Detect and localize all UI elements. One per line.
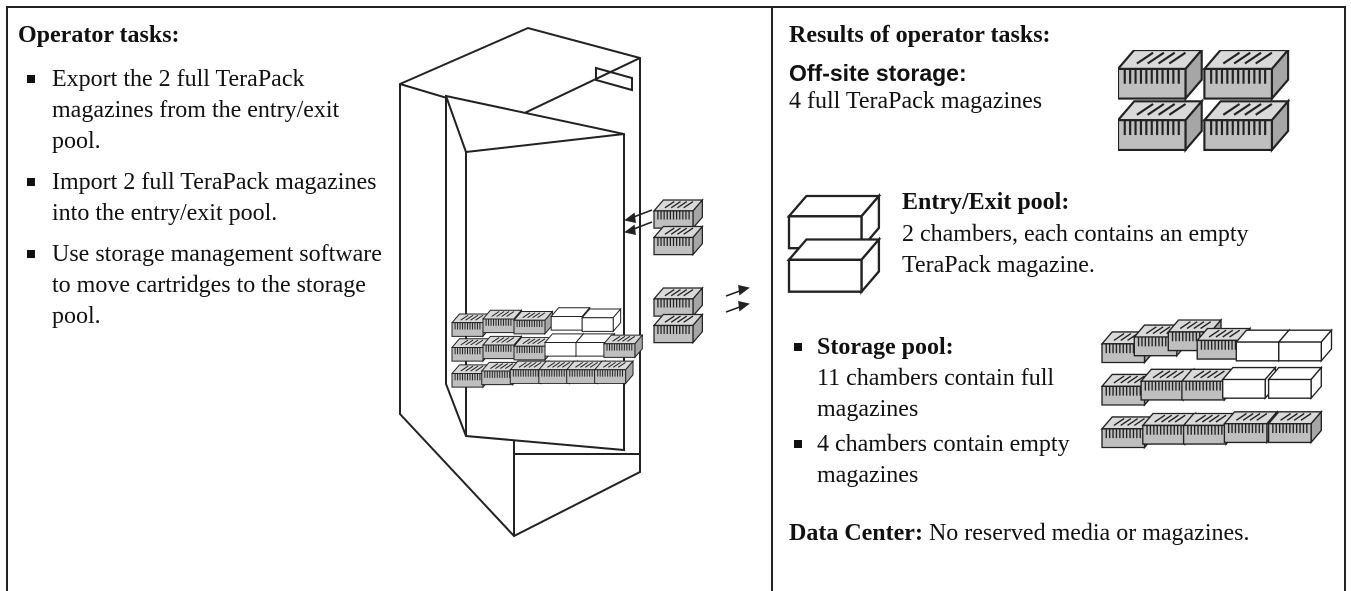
storage-pool-list: Storage pool: 11 chambers contain full m… [793,332,1093,495]
square-bullet-icon [27,178,35,186]
square-bullet-icon [27,250,35,258]
empty-magazine-icon [787,194,881,293]
tape-library-icon [399,26,750,538]
operator-task-list: Export the 2 full TeraPack magazines fro… [22,64,382,342]
arrow-icon [624,209,750,313]
task-item: Use storage management software to move … [22,239,382,332]
offsite-storage-heading: Off-site storage: [789,60,967,86]
task-text: Import 2 full TeraPack magazines into th… [52,169,377,226]
storage-pool-icon [1101,319,1333,449]
operator-tasks-heading: Operator tasks: [18,22,180,48]
storage-pool-item: 4 chambers contain empty magazines [793,429,1093,491]
task-text: Use storage management software to move … [52,241,382,329]
storage-pool-text: 11 chambers contain full magazines [817,365,1055,422]
table-column-divider [771,6,773,591]
data-center-label: Data Center: [789,520,923,546]
data-center-text: No reserved media or magazines. [928,520,1250,546]
data-center-note: Data Center: No reserved media or magazi… [789,518,1339,549]
entry-exit-pool-heading: Entry/Exit pool: [902,189,1070,215]
table-right-border [1344,6,1346,591]
storage-pool-heading: Storage pool: [817,334,954,360]
task-text: Export the 2 full TeraPack magazines fro… [52,66,340,154]
square-bullet-icon [794,343,802,351]
square-bullet-icon [794,440,802,448]
task-item: Export the 2 full TeraPack magazines fro… [22,64,382,157]
entry-exit-pool-text: 2 chambers, each contains an empty TeraP… [902,221,1249,278]
full-magazine-icon [1118,50,1290,151]
results-heading: Results of operator tasks: [789,22,1051,48]
offsite-storage-text: 4 full TeraPack magazines [789,88,1043,114]
storage-pool-item: Storage pool: 11 chambers contain full m… [793,332,1093,425]
square-bullet-icon [27,75,35,83]
task-item: Import 2 full TeraPack magazines into th… [22,167,382,229]
table-top-border [6,6,1346,8]
storage-pool-second-text: 4 chambers contain empty magazines [817,431,1070,488]
table-left-border [6,6,8,591]
